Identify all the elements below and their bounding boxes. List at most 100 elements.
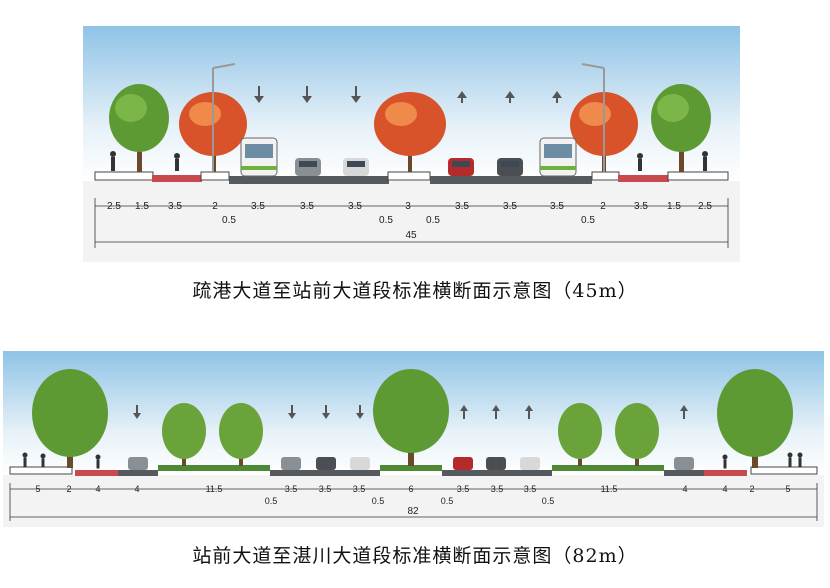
dimension-labels-bottom: 0.5 0.5 0.5 0.5 (222, 215, 595, 226)
dimension-label: 3.5 (634, 201, 648, 212)
dimension-label: 4 (95, 484, 100, 494)
caption-45m: 疏港大道至站前大道段标准横断面示意图（45m） (192, 280, 638, 302)
road-profile (9, 465, 818, 476)
dimension-label: 4 (682, 484, 687, 494)
car-icon (281, 457, 301, 470)
dimension-label: 3.5 (550, 201, 564, 212)
arrow-up-icon (505, 91, 515, 103)
bus-icon (539, 137, 577, 177)
arrow-down-icon (302, 86, 312, 103)
tree-green (615, 403, 659, 466)
car-icon (295, 158, 321, 176)
arrow-up-icon (492, 405, 500, 419)
car-icon (520, 457, 540, 470)
dimension-label: 2.5 (107, 201, 121, 212)
dimension-label: 3 (405, 201, 411, 212)
ground-area (3, 475, 824, 527)
pedestrian-icon (40, 453, 46, 468)
dimension-label: 3.5 (353, 484, 366, 494)
dimension-lines (94, 198, 729, 248)
car-icon (448, 158, 474, 176)
arrow-down-icon (288, 405, 296, 419)
pedestrians (22, 452, 803, 469)
car-icon (497, 158, 523, 176)
dimension-label: 1.5 (135, 201, 149, 212)
tree-green (717, 369, 793, 468)
dimension-label: 3.5 (300, 201, 314, 212)
street-lamp (212, 63, 236, 172)
dimension-label: 3.5 (251, 201, 265, 212)
direction-arrows (254, 86, 562, 103)
tree-red-median (374, 92, 446, 172)
dimension-label: 0.5 (222, 215, 236, 226)
dimension-label: 3.5 (491, 484, 504, 494)
dimension-label: 3.5 (168, 201, 182, 212)
dimension-label: 6 (408, 484, 413, 494)
dimension-label: 0.5 (372, 496, 385, 506)
dimension-label: 2 (600, 201, 606, 212)
ground-area (83, 181, 740, 262)
arrow-down-icon (133, 405, 141, 419)
arrow-up-icon (525, 405, 533, 419)
car-icon (486, 457, 506, 470)
bus-icon (240, 137, 278, 177)
dimension-label: 2.5 (698, 201, 712, 212)
dimension-label: 2 (212, 201, 218, 212)
dimension-label: 11.5 (601, 484, 618, 494)
cyclist-icon (174, 153, 180, 171)
pedestrian-icon (22, 452, 28, 468)
tree-green (219, 403, 263, 466)
tree-green (558, 403, 602, 466)
dimension-label: 3.5 (524, 484, 537, 494)
cyclist-icon (722, 454, 728, 469)
direction-arrows (133, 405, 688, 419)
dimension-label: 11.5 (206, 484, 223, 494)
tree-green (651, 84, 711, 172)
total-width-label: 82 (407, 506, 419, 517)
car-icon (674, 457, 694, 470)
pedestrian-icon (110, 151, 116, 171)
car-icon (453, 457, 473, 470)
dimension-label: 0.5 (379, 215, 393, 226)
road-profile (94, 171, 729, 184)
car-icon (350, 457, 370, 470)
total-width-label: 45 (405, 230, 417, 241)
dimension-label: 2 (66, 484, 71, 494)
arrow-up-icon (457, 91, 467, 103)
car-icon (128, 457, 148, 470)
arrow-down-icon (356, 405, 364, 419)
dimension-label: 5 (35, 484, 40, 494)
arrow-down-icon (351, 86, 361, 103)
dimension-label: 0.5 (542, 496, 555, 506)
tree-green (162, 403, 206, 466)
car-icon (343, 158, 369, 176)
dimension-label: 3.5 (348, 201, 362, 212)
cross-section-45m-drawing: 2.51.53.523.53.53.533.53.53.523.51.52.5 … (83, 26, 740, 262)
street-lamp (581, 63, 605, 172)
dimension-lines (9, 483, 818, 521)
tree-green (109, 84, 169, 172)
arrow-down-icon (322, 405, 330, 419)
dimension-label: 3.5 (455, 201, 469, 212)
pedestrian-icon (702, 151, 708, 171)
dimension-label: 3.5 (285, 484, 298, 494)
dimension-label: 3.5 (457, 484, 470, 494)
dimension-label: 4 (722, 484, 727, 494)
dimension-label: 3.5 (319, 484, 332, 494)
dimension-label: 1.5 (667, 201, 681, 212)
dimension-label: 0.5 (426, 215, 440, 226)
dimension-label: 2 (749, 484, 754, 494)
dimension-label: 0.5 (581, 215, 595, 226)
cyclist-icon (95, 454, 101, 469)
car-icon (316, 457, 336, 470)
cyclist-icon (637, 153, 643, 171)
dimension-label: 4 (134, 484, 139, 494)
dimension-label: 0.5 (265, 496, 278, 506)
tree-green (32, 369, 108, 468)
